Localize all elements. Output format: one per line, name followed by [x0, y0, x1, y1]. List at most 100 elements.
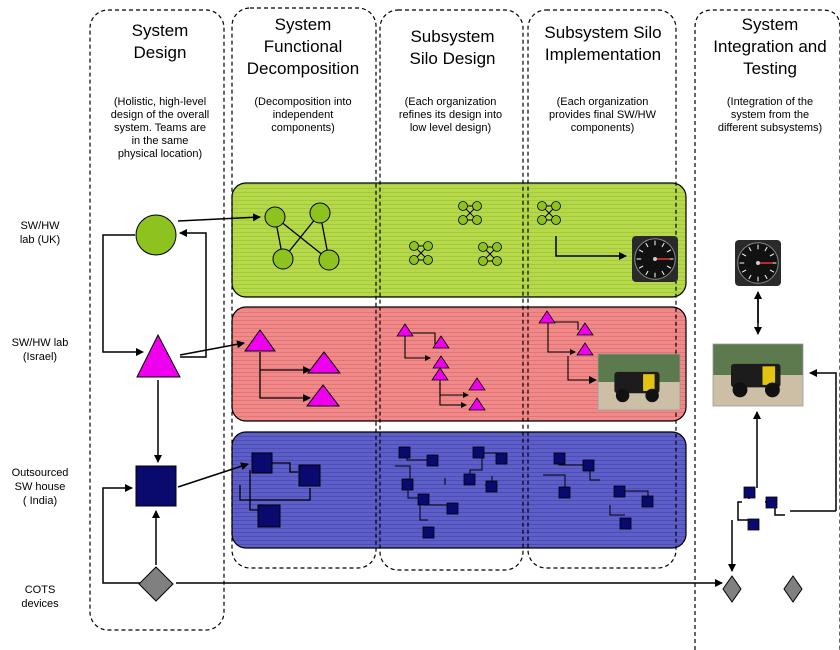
israel-silo-node: [432, 335, 450, 349]
row-label-line: SW/HW: [20, 220, 60, 232]
col-title-system-design: System Design: [95, 20, 225, 64]
india-silo-node: [426, 454, 439, 467]
col-title-line: Implementation: [544, 45, 662, 64]
col-desc-line: (Integration of the: [726, 96, 814, 108]
col-desc-line: (Decomposition into: [254, 96, 352, 108]
col-desc-integration-testing: (Integration of the system from the diff…: [705, 96, 835, 135]
row-label-line: (Israel): [22, 351, 58, 363]
israel-component-node: [306, 351, 342, 374]
col-title-silo-implementation: Subsystem Silo Implementation: [528, 22, 678, 66]
uk-silo-graph: [409, 241, 433, 265]
col-desc-line: (Holistic, high-level: [113, 96, 207, 108]
col-desc-line: components): [570, 122, 635, 134]
israel-impl-node: [576, 342, 594, 356]
israel-silo-node: [396, 323, 414, 337]
col-desc-line: independent: [272, 109, 334, 121]
column-frame-integration-testing: [694, 9, 840, 650]
india-impl-node: [558, 486, 571, 499]
col-desc-silo-design: (Each organization refines its design in…: [378, 96, 523, 135]
israel-silo-node: [432, 355, 450, 369]
col-desc-line: different subsystems): [717, 122, 823, 134]
india-silo-node: [485, 480, 498, 493]
col-title-line: Design: [133, 43, 187, 62]
col-title-line: System: [741, 15, 799, 34]
israel-component-node: [305, 384, 341, 407]
integrated-node: [743, 486, 756, 499]
india-component-node: [257, 504, 281, 528]
india-component-node: [298, 464, 321, 487]
india-silo-node: [446, 502, 459, 515]
israel-component-node: [244, 329, 276, 352]
col-title-integration-testing: System Integration and Testing: [700, 14, 840, 80]
uk-component-node: [264, 206, 286, 228]
col-desc-line: physical location): [117, 148, 203, 160]
uk-silo-graph: [478, 242, 502, 266]
row-label-line: devices: [21, 598, 59, 610]
india-impl-node: [613, 485, 626, 498]
india-silo-node: [472, 446, 485, 459]
israel-system-node: [136, 333, 181, 378]
india-silo-node: [495, 452, 508, 465]
col-desc-line: (Each organization: [556, 96, 649, 108]
col-title-line: Silo Design: [409, 49, 496, 68]
gauge-icon: [632, 236, 678, 282]
israel-impl-node: [538, 310, 556, 324]
column-frame-silo-implementation: [527, 9, 677, 569]
col-desc-line: system from the: [730, 109, 810, 121]
col-title-line: Testing: [743, 59, 797, 78]
col-desc-line: (Each organization: [404, 96, 497, 108]
col-desc-line: provides final SW/HW: [549, 109, 656, 121]
col-title-line: System: [274, 15, 332, 34]
uk-system-node: [135, 214, 177, 256]
israel-silo-node: [468, 377, 486, 391]
uk-component-node: [272, 248, 294, 270]
col-title-line: Decomposition: [246, 59, 360, 78]
india-silo-node: [401, 478, 414, 491]
col-desc-line: components): [271, 122, 335, 134]
col-title-line: Integration and: [713, 37, 827, 56]
uk-band: [231, 182, 687, 298]
gauge-icon: [735, 240, 781, 286]
col-desc-line: refines its design into: [398, 109, 503, 121]
column-frame-functional-decomposition: [231, 7, 377, 569]
row-label-israel: SW/HW lab (Israel): [0, 336, 80, 364]
col-desc-system-design: (Holistic, high-level design of the over…: [90, 96, 230, 161]
row-label-line: lab (UK): [19, 234, 61, 246]
india-impl-node: [619, 517, 632, 530]
uk-silo-graph: [458, 201, 482, 225]
israel-silo-node: [431, 367, 449, 381]
col-title-line: Subsystem: [410, 27, 495, 46]
col-desc-line: system. Teams are: [113, 122, 207, 134]
vehicle-photo: [597, 353, 681, 411]
israel-impl-node: [576, 322, 594, 336]
row-label-line: Outsourced: [11, 467, 69, 479]
india-system-node: [135, 465, 177, 507]
cots-device-node: [138, 566, 174, 602]
integrated-node: [765, 496, 778, 509]
uk-component-node: [318, 249, 340, 271]
vehicle-photo: [712, 343, 804, 407]
cots-device-node: [722, 575, 742, 603]
col-title-line: System: [131, 21, 189, 40]
col-desc-line: design of the overall: [110, 109, 210, 121]
col-title-line: Subsystem Silo: [544, 23, 662, 42]
india-silo-node: [422, 526, 435, 539]
india-impl-node: [553, 452, 566, 465]
india-impl-node: [641, 495, 654, 508]
row-label-uk: SW/HW lab (UK): [0, 219, 80, 247]
col-title-silo-design: Subsystem Silo Design: [380, 26, 525, 70]
uk-component-node: [309, 202, 331, 224]
uk-silo-graph: [537, 201, 561, 225]
india-impl-node: [582, 459, 595, 472]
row-label-line: COTS: [24, 584, 56, 596]
col-desc-line: low level design): [409, 122, 492, 134]
col-desc-line: in the same: [131, 135, 189, 147]
col-title-functional-decomposition: System Functional Decomposition: [228, 14, 378, 80]
row-label-india: Outsourced SW house ( India): [0, 466, 80, 508]
col-title-line: Functional: [263, 37, 343, 56]
integrated-node: [747, 518, 760, 531]
col-desc-silo-implementation: (Each organization provides final SW/HW …: [530, 96, 675, 135]
israel-silo-node: [468, 397, 486, 411]
india-silo-node: [398, 446, 411, 459]
